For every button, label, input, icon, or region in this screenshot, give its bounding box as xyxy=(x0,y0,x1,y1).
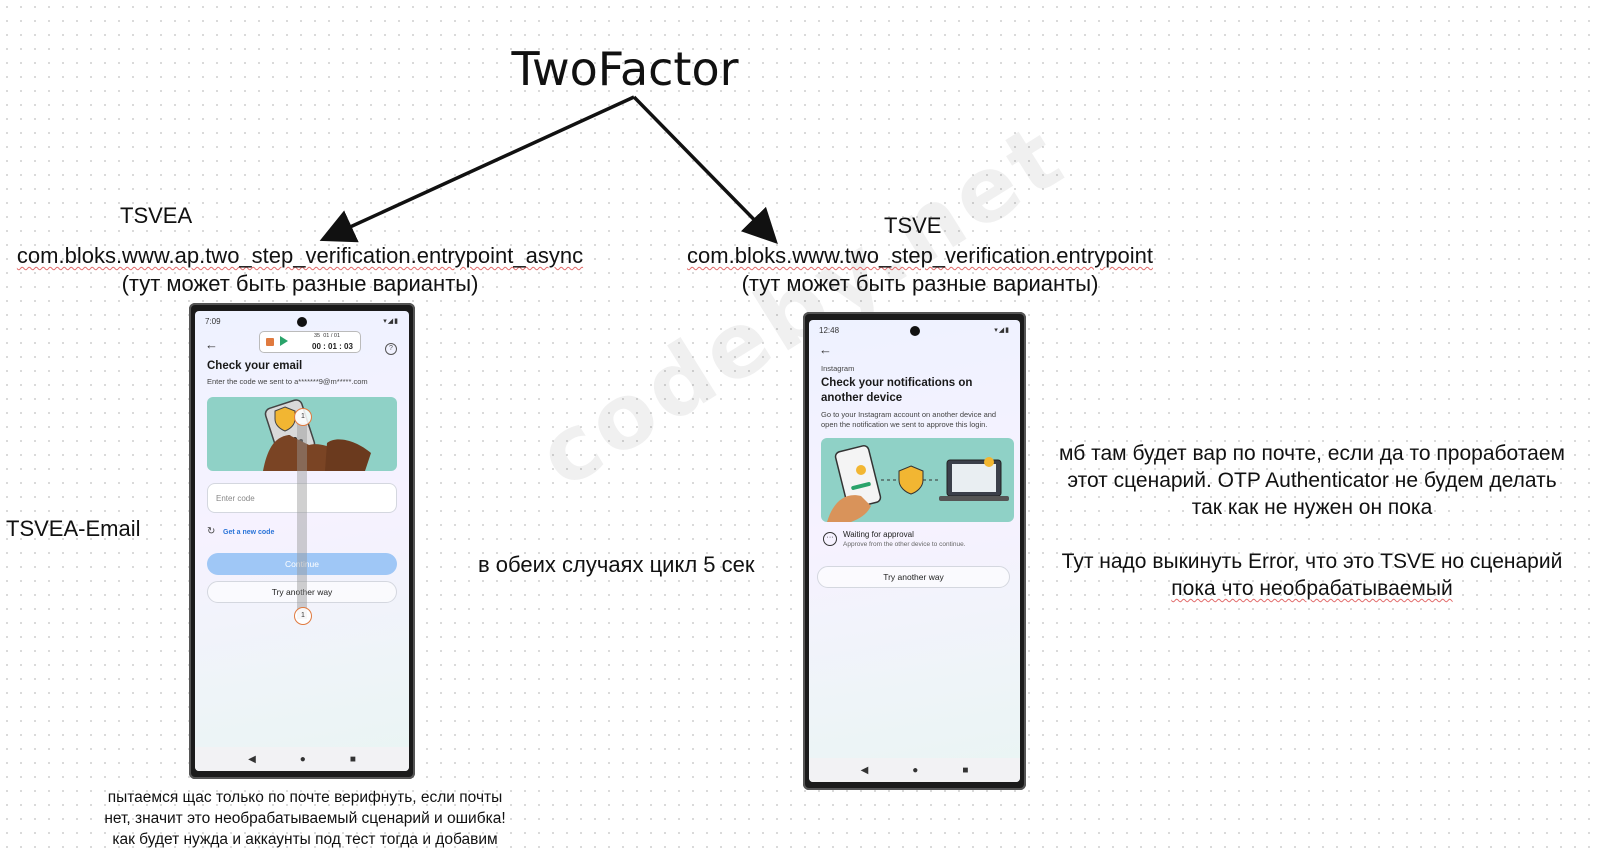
code-input[interactable]: Enter code xyxy=(207,483,397,513)
status-bar: 7:09 ▾◢▮ xyxy=(205,317,399,326)
tap-trace-overlay xyxy=(297,423,307,619)
brand-label: Instagram xyxy=(821,364,855,373)
back-arrow-icon[interactable]: ← xyxy=(819,342,832,357)
help-icon[interactable]: ? xyxy=(385,343,397,355)
tsve-tag: TSVE xyxy=(884,213,942,238)
notify-heading: Check your notifications on another devi… xyxy=(821,377,973,404)
tsvea-tag: TSVEA xyxy=(120,203,193,228)
phone-notify-screen: 12:48 ▾◢▮ ← Instagram Check your notific… xyxy=(809,320,1020,782)
continue-button[interactable]: Continue xyxy=(207,553,397,575)
refresh-icon[interactable]: ↻ xyxy=(207,526,216,537)
nav-back-icon[interactable]: ◀ xyxy=(248,753,256,765)
front-camera xyxy=(909,326,920,336)
status-time: 12:48 xyxy=(819,326,840,335)
stop-icon[interactable] xyxy=(266,338,274,346)
devices-illustration xyxy=(827,445,1009,522)
nav-recent-icon[interactable]: ■ xyxy=(349,753,356,765)
phone-email-screen: 7:09 ▾◢▮ ← 35 01 / 01 00 : 01 : 03 ? Che… xyxy=(195,311,409,771)
recorder-counter: 35 01 / 01 xyxy=(314,333,341,339)
arrow-to-tsvea xyxy=(319,95,635,243)
status-bar: 12:48 ▾◢▮ xyxy=(819,326,1010,335)
waiting-subtext: Approve from the other device to continu… xyxy=(843,541,966,548)
tsvea-entrypoint: com.bloks.www.ap.two_step_verification.e… xyxy=(16,243,584,268)
signal-battery-icon: ▾◢▮ xyxy=(383,318,399,325)
notify-subtext: Go to your Instagram account on another … xyxy=(821,410,997,429)
tap-marker-bottom: 1 xyxy=(294,607,312,625)
tsvea-email-note: пытаемся щас только по почте верифнуть, … xyxy=(104,789,506,848)
back-arrow-icon[interactable]: ← xyxy=(205,337,218,352)
play-icon[interactable] xyxy=(280,336,288,346)
android-nav-bar: ◀ ● ■ xyxy=(809,758,1020,782)
email-heading: Check your email xyxy=(207,360,303,372)
tsvea-email-label: TSVEA-Email xyxy=(6,516,141,541)
signal-battery-icon: ▾◢▮ xyxy=(994,327,1010,334)
tsve-email-note: мб там будет вар по почте, если да то пр… xyxy=(1059,442,1565,519)
nav-home-icon[interactable]: ● xyxy=(912,764,919,776)
cycle-note: в обеих случаях цикл 5 сек xyxy=(478,552,755,577)
screen-recorder-toolbar[interactable]: 35 01 / 01 00 : 01 : 03 xyxy=(259,331,361,353)
tap-marker-top: 1 xyxy=(294,408,312,426)
tsve-variants-note: (тут может быть разные варианты) xyxy=(741,271,1099,296)
diagram-title: TwoFactor xyxy=(511,42,739,96)
status-time: 7:09 xyxy=(205,317,221,326)
notify-illustration xyxy=(821,438,1014,522)
tsvea-variants-note: (тут может быть разные варианты) xyxy=(121,271,479,296)
email-subtext: Enter the code we sent to a*******9@m***… xyxy=(207,377,368,386)
try-another-way-button[interactable]: Try another way xyxy=(817,566,1010,588)
tsve-error-note: Тут надо выкинуть Error, что это TSVE но… xyxy=(1061,550,1563,600)
get-new-code-link[interactable]: Get a new code xyxy=(223,529,275,536)
android-nav-bar: ◀ ● ■ xyxy=(195,747,409,771)
arrow-to-tsve xyxy=(632,95,778,245)
tsve-entrypoint: com.bloks.www.two_step_verification.entr… xyxy=(687,243,1153,268)
try-another-way-button[interactable]: Try another way xyxy=(207,581,397,603)
nav-recent-icon[interactable]: ■ xyxy=(962,764,969,776)
phone-check-email: 7:09 ▾◢▮ ← 35 01 / 01 00 : 01 : 03 ? Che… xyxy=(189,303,415,779)
recorder-timer: 00 : 01 : 03 xyxy=(312,342,353,351)
nav-home-icon[interactable]: ● xyxy=(299,753,306,765)
nav-back-icon[interactable]: ◀ xyxy=(860,764,869,776)
phone-check-notifications: 12:48 ▾◢▮ ← Instagram Check your notific… xyxy=(803,312,1026,790)
waiting-title: Waiting for approval xyxy=(843,530,914,539)
waiting-icon: ··· xyxy=(823,532,837,546)
front-camera xyxy=(297,317,307,327)
